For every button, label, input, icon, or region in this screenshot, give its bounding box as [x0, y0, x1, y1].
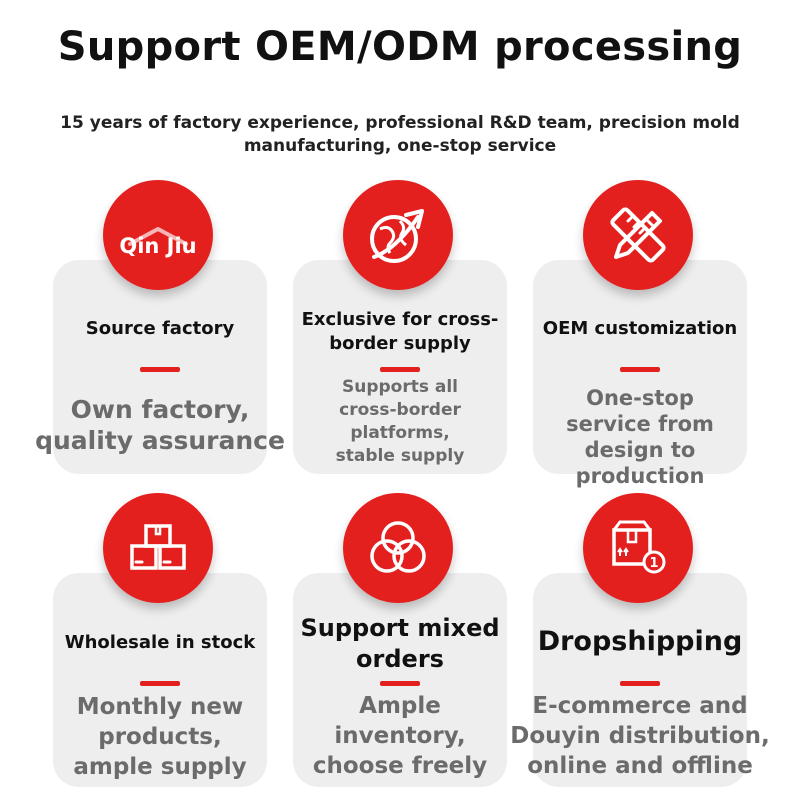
feature-description: Own factory, quality assurance [35, 395, 285, 455]
feature-icon-circle [343, 180, 453, 290]
feature-icon-circle [583, 180, 693, 290]
page-subtitle: 15 years of factory experience, professi… [60, 113, 740, 156]
feature-card [53, 573, 267, 787]
feature-heading: Wholesale in stock [64, 632, 256, 653]
feature-icon-circle: 1 [583, 493, 693, 603]
divider-bar [140, 367, 180, 372]
feature-heading: Support mixed orders [300, 614, 500, 673]
feature-heading: Exclusive for cross-border supply [301, 309, 499, 354]
feature-heading: Source factory [85, 318, 235, 339]
divider-bar [380, 681, 420, 686]
feature-description: One-stop service from design to producti… [566, 386, 714, 488]
divider-bar [620, 367, 660, 372]
feature-description: Ample inventory, choose freely [312, 693, 488, 779]
package-badge: 1 [649, 556, 658, 571]
pencil-ruler-icon [610, 207, 666, 263]
feature-description: Monthly new products, ample supply [73, 694, 247, 780]
feature-heading: OEM customization [542, 318, 738, 339]
brand-logo: Qin Jiu [103, 180, 213, 290]
feature-description: E-commerce and Douyin distribution, onli… [510, 693, 770, 779]
feature-card [293, 573, 507, 787]
roof-icon [128, 227, 188, 246]
package-icon: 1 [612, 520, 666, 574]
divider-bar [620, 681, 660, 686]
divider-bar [380, 367, 420, 372]
feature-icon-circle [343, 493, 453, 603]
feature-icon-circle [103, 493, 213, 603]
page-title: Support OEM/ODM processing [57, 24, 743, 70]
logo-text: Qin Jiu [119, 234, 197, 258]
boxes-icon [130, 524, 186, 570]
feature-heading: Dropshipping [537, 626, 743, 657]
feature-description: Supports all cross-border platforms, sta… [335, 377, 465, 466]
globe-arrow-icon [370, 209, 424, 263]
overlapping-circles-icon [370, 521, 426, 573]
feature-card [533, 573, 747, 787]
divider-bar [140, 681, 180, 686]
